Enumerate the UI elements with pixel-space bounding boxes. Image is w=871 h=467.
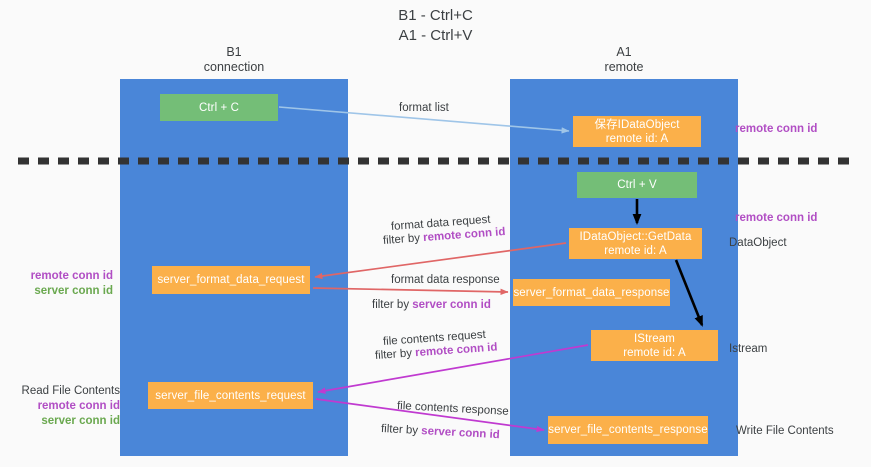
filter-prefix: filter by: [382, 232, 424, 247]
filter-prefix: filter by: [372, 299, 413, 311]
filter-key-server-conn-id: server conn id: [412, 299, 491, 311]
box-save-idataobject[interactable]: 保存IDataObject remote id: A: [573, 116, 701, 147]
box-server-file-contents-response-label: server_file_contents_response: [548, 424, 708, 436]
annotation-istream: Istream: [729, 342, 767, 357]
box-ctrl-c[interactable]: Ctrl + C: [160, 94, 278, 121]
annotation-remote-conn-id-top: remote conn id: [735, 122, 817, 137]
page-title: B1 - Ctrl+C A1 - Ctrl+V: [398, 7, 473, 44]
box-istream[interactable]: IStream remote id: A: [591, 330, 718, 361]
annotation-left-conn-ids-2: Read File Contents remote conn id server…: [0, 384, 120, 429]
annotation-remote-conn-id-mid: remote conn id: [735, 211, 817, 226]
box-server-format-data-response[interactable]: server_format_data_response: [513, 279, 670, 306]
box-server-file-contents-request[interactable]: server_file_contents_request: [148, 382, 313, 409]
annotation-text: Istream: [729, 343, 768, 355]
arrow-file-contents-request: [317, 344, 589, 394]
flow-label-format-data-response-filter: filter by server conn id: [372, 297, 491, 313]
filter-key-server-conn-id: server conn id: [420, 425, 501, 442]
arrow-format-data-request: [314, 242, 567, 280]
box-istream-line2: remote id: A: [623, 346, 686, 359]
box-server-format-data-response-label: server_format_data_response: [513, 286, 670, 299]
annotation-dataobject: DataObject: [729, 236, 787, 251]
column-header-a1: A1 remote: [604, 45, 644, 74]
annotation-text: DataObject: [729, 237, 787, 249]
box-idataobject-getdata-line2: remote id: A: [604, 244, 667, 257]
box-ctrl-v[interactable]: Ctrl + V: [577, 172, 697, 198]
annotation-text: Write File Contents: [736, 425, 834, 437]
box-server-file-contents-request-label: server_file_contents_request: [155, 389, 306, 402]
box-server-format-data-request[interactable]: server_format_data_request: [152, 266, 310, 294]
annotation-read-file-contents: Read File Contents: [21, 385, 120, 397]
flow-label-format-list: format list: [399, 102, 449, 114]
annotation-left-conn-ids-1: remote conn id server conn id: [0, 269, 113, 299]
annotation-remote-conn-id: remote conn id: [30, 270, 113, 282]
arrow-getdata-to-istream: [674, 259, 704, 327]
annotation-server-conn-id: server conn id: [41, 415, 120, 427]
box-ctrl-c-label: Ctrl + C: [198, 101, 240, 114]
box-ctrl-v-label: Ctrl + V: [617, 179, 657, 191]
arrow-format-data-response: [312, 287, 509, 296]
box-istream-line1: IStream: [634, 332, 675, 345]
annotation-write-file-contents: Write File Contents: [736, 424, 834, 439]
arrow-file-contents-response: [315, 398, 545, 433]
box-idataobject-getdata[interactable]: IDataObject::GetData remote id: A: [569, 228, 702, 259]
box-server-format-data-request-label: server_format_data_request: [157, 274, 305, 286]
box-idataobject-getdata-line1: IDataObject::GetData: [579, 230, 692, 243]
box-save-idataobject-line1: 保存IDataObject: [594, 118, 680, 131]
arrow-format-list: [278, 106, 570, 134]
annotation-text: remote conn id: [735, 212, 818, 224]
annotation-server-conn-id: server conn id: [34, 285, 113, 297]
filter-prefix: filter by: [374, 347, 416, 362]
box-save-idataobject-line2: remote id: A: [605, 132, 669, 145]
flow-label-format-data-response: format data response: [391, 274, 500, 286]
filter-prefix: filter by: [380, 423, 422, 438]
box-server-file-contents-response[interactable]: server_file_contents_response: [548, 416, 708, 444]
annotation-remote-conn-id: remote conn id: [37, 400, 120, 412]
annotation-text: remote conn id: [735, 123, 818, 135]
column-header-b1: B1 connection: [203, 45, 265, 74]
